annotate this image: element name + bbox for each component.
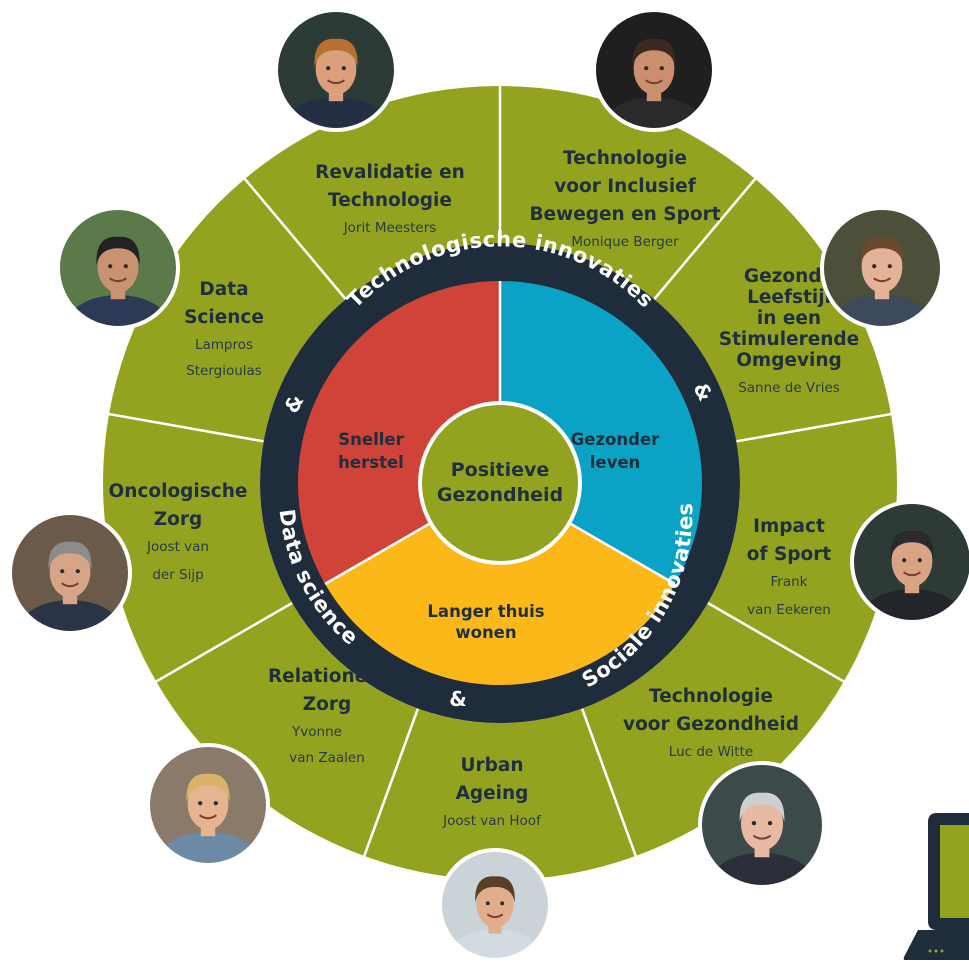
ring-ampersand-bottom: & [449, 687, 466, 711]
segment-person-line: Lampros [195, 337, 253, 353]
sector-label-sneller-herstel-line2: herstel [338, 453, 404, 472]
segment-title-line: Technologie [563, 148, 687, 169]
segment-person-line: Luc de Witte [669, 744, 753, 760]
outer-segment-gezonde-leefstijl [654, 178, 891, 442]
segment-person-line: Stergioulas [186, 363, 262, 379]
sector-label-gezonder-leven-line1: Gezonder [571, 430, 660, 449]
center-circle [418, 401, 582, 565]
segment-title-line: Zorg [303, 694, 352, 715]
segment-title-line: Technologie [649, 686, 773, 707]
outer-segment-impact-of-sport [707, 414, 898, 682]
sector-label-langer-thuis-line1: Langer thuis [427, 602, 544, 621]
segment-title-line: Omgeving [736, 350, 842, 371]
portrait-jorit-meesters [274, 8, 398, 132]
segment-divider [580, 708, 638, 859]
portrait-monique-berger [592, 8, 716, 132]
portrait-joost-van-der-sijp [8, 511, 132, 635]
sector-label-gezonder-leven-line2: leven [590, 453, 641, 472]
segment-divider [362, 708, 420, 859]
segment-divider [653, 176, 758, 300]
segment-person-line: der Sijp [152, 567, 203, 583]
segment-person-line: Sanne de Vries [738, 380, 840, 396]
segment-title-line: Ageing [456, 783, 529, 804]
outer-segment-relationele-zorg [156, 603, 418, 857]
segment-title-line: Zorg [154, 509, 203, 530]
laptop-icon [903, 813, 969, 960]
outer-segment-technologie-gezondheid [582, 603, 844, 857]
segment-person-line: Joost van Hoof [442, 813, 542, 829]
portrait-lampros-stergioulas [56, 206, 180, 330]
segment-title-line: Data [199, 279, 248, 300]
segment-title-line: voor Gezondheid [623, 714, 799, 735]
segment-person-line: van Eekeren [747, 602, 831, 618]
segment-title-line: Science [184, 307, 264, 328]
center-label-line2: Gezondheid [437, 484, 563, 506]
segment-divider [707, 601, 847, 684]
segment-person-line: Joost van [146, 539, 209, 555]
segment-person-line: Frank [771, 574, 808, 590]
segment-person-line: Monique Berger [571, 234, 679, 250]
segment-title-line: Relationele [268, 666, 386, 687]
segment-title-line: of Sport [747, 544, 832, 565]
sector-label-sneller-herstel-line1: Sneller [338, 430, 404, 449]
portrait-frank-van-eekeren [850, 500, 969, 624]
segment-divider [153, 601, 293, 684]
segment-title-line: Leefstijl [747, 287, 831, 308]
center-label-line1: Positieve [451, 459, 550, 481]
outer-segment-dividers [106, 84, 894, 859]
segment-title-line: Revalidatie en [315, 162, 465, 183]
segment-divider [106, 412, 264, 443]
segment-title-line: in een [757, 308, 821, 329]
sector-label-langer-thuis-line2: wonen [455, 623, 516, 642]
portraits [8, 8, 969, 962]
outer-segment-data-science [109, 178, 346, 442]
segment-divider [736, 412, 894, 443]
outer-segment-oncologische-zorg [102, 414, 293, 682]
portrait-yvonne-van-zaalen [146, 743, 270, 867]
segment-title-line: Stimulerende [719, 329, 859, 350]
segment-person-line: van Zaalen [289, 750, 365, 766]
outer-segments [102, 86, 898, 880]
portrait-joost-van-hoof [438, 848, 552, 962]
segment-person-line: Yvonne [291, 724, 342, 740]
segment-title-line: Impact [753, 516, 825, 537]
segment-title-line: Bewegen en Sport [529, 204, 720, 225]
segment-title-line: Oncologische [109, 481, 248, 502]
segment-divider [242, 176, 347, 300]
segment-title-line: Technologie [328, 190, 452, 211]
outer-segment-urban-ageing [364, 708, 636, 880]
outer-segment-inclusief-bewegen [500, 86, 756, 300]
segment-title-line: Gezonde [744, 266, 834, 287]
outer-segment-revalidatie [244, 86, 500, 300]
segment-person-line: Jorit Meesters [343, 220, 437, 236]
portrait-luc-de-witte [698, 761, 826, 889]
segment-title-line: Urban [460, 755, 523, 776]
segment-title-line: voor Inclusief [554, 176, 696, 197]
portrait-sanne-de-vries [820, 206, 944, 330]
